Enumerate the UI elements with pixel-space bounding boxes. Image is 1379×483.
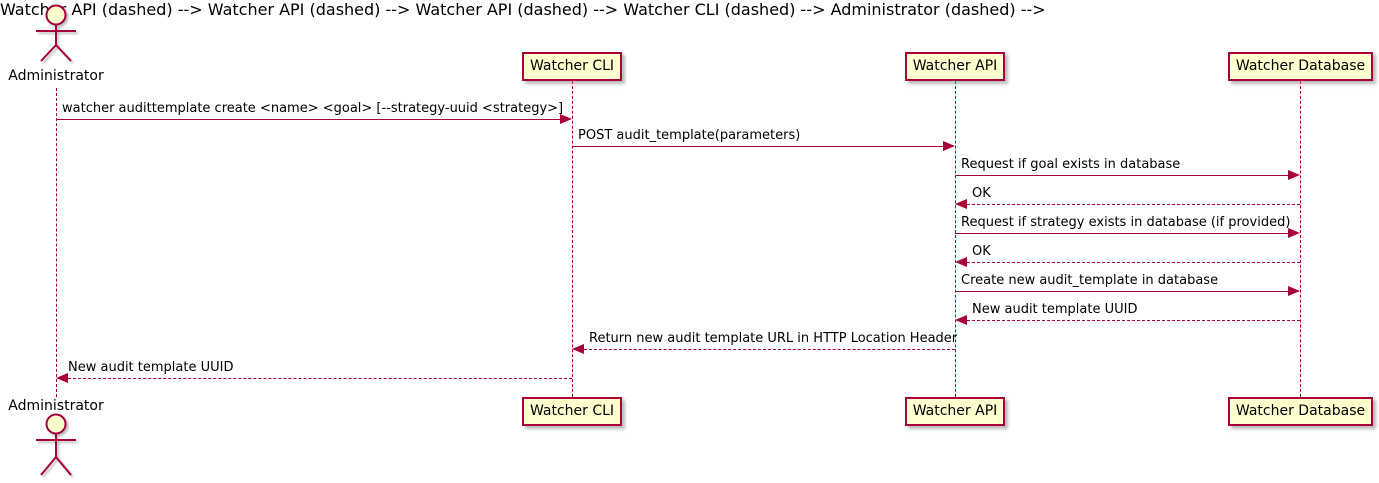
participant-watcher-database-top: Watcher Database: [1228, 52, 1373, 81]
message-4-label: OK: [972, 186, 991, 201]
message-8-arrowhead-icon: [955, 315, 967, 325]
participant-watcher-cli-top: Watcher CLI: [522, 52, 622, 81]
message-2-label: POST audit_template(parameters): [578, 128, 801, 143]
lifeline-watcher-api: [955, 81, 956, 397]
message-7-arrowhead-icon: [1288, 286, 1300, 296]
message-5-line: [955, 233, 1289, 234]
message-9-arrowhead-icon: [572, 344, 584, 354]
message-2-arrowhead-icon: [943, 141, 955, 151]
lifeline-watcher-database: [1300, 81, 1301, 397]
message-6-arrowhead-icon: [955, 257, 967, 267]
message-10-line: [68, 378, 572, 379]
actor-administrator-label-top: Administrator: [8, 68, 104, 84]
lifeline-watcher-cli: [572, 81, 573, 397]
actor-administrator-label-bottom: Administrator: [8, 398, 104, 414]
message-2-line: [572, 146, 944, 147]
message-8-label: New audit template UUID: [972, 302, 1138, 317]
message-7-label: Create new audit_template in database: [961, 273, 1219, 288]
message-6-line: [967, 262, 1300, 263]
participant-watcher-api-bottom: Watcher API: [905, 397, 1005, 426]
message-1-label: watcher audittemplate create <name> <goa…: [62, 101, 564, 116]
message-10-label: New audit template UUID: [68, 360, 234, 375]
message-3-line: [955, 175, 1289, 176]
actor-administrator-icon: [36, 4, 76, 62]
message-5-label: Request if strategy exists in database (…: [961, 215, 1291, 230]
participant-watcher-api-top: Watcher API: [905, 52, 1005, 81]
message-4-arrowhead-icon: [955, 199, 967, 209]
message-5-arrowhead-icon: [1288, 228, 1300, 238]
message-8-line: [967, 320, 1300, 321]
participant-watcher-database-bottom: Watcher Database: [1228, 397, 1373, 426]
participant-watcher-cli-bottom: Watcher CLI: [522, 397, 622, 426]
lifeline-administrator: [56, 88, 57, 397]
message-1-line: [56, 119, 561, 120]
message-9-line: [584, 349, 955, 350]
message-9-label: Return new audit template URL in HTTP Lo…: [589, 331, 958, 346]
message-1-arrowhead-icon: [560, 114, 572, 124]
message-3-label: Request if goal exists in database: [961, 157, 1181, 172]
message-6-label: OK: [972, 244, 991, 259]
message-10-arrowhead-icon: [56, 373, 68, 383]
actor-administrator-icon-bottom: [36, 413, 76, 476]
message-7-line: [955, 291, 1289, 292]
message-4-line: [967, 204, 1300, 205]
message-3-arrowhead-icon: [1288, 170, 1300, 180]
